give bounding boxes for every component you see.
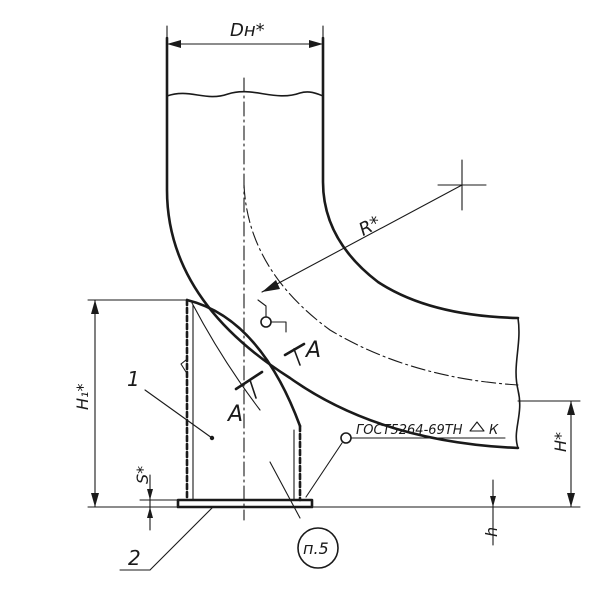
radius-arrow <box>262 280 280 292</box>
base-plate <box>176 498 314 509</box>
leader-1 <box>144 389 213 439</box>
weld-leg: К <box>489 423 499 438</box>
height-label: H* <box>551 432 570 452</box>
thickness-label: S* <box>133 466 152 484</box>
section-mark-left <box>234 370 264 391</box>
saddle-inner-curve <box>191 302 261 411</box>
saddle-curve <box>185 298 302 428</box>
pipe-right-wall <box>321 36 520 320</box>
radius-line <box>261 184 463 293</box>
s-arrow-top <box>147 489 153 500</box>
h-arrow-bottom <box>567 493 575 507</box>
bend-axis <box>243 184 519 386</box>
note-circle <box>297 527 339 569</box>
callout-2: 2 <box>128 546 141 570</box>
h1-arrow-top <box>91 300 99 314</box>
section-arrow-left <box>249 379 257 399</box>
callout-1: 1 <box>127 367 140 391</box>
h1-arrow-bottom <box>91 493 99 507</box>
s-arrow-bottom <box>147 507 153 518</box>
section-label-left: A <box>226 402 243 427</box>
weld-leader <box>305 442 343 498</box>
pipe-left-wall <box>165 36 520 450</box>
weld-tick <box>257 299 267 318</box>
weld-flag-1 <box>270 321 287 333</box>
support-left-notch <box>180 359 187 373</box>
leader-1-dot <box>209 435 215 441</box>
weld-standard: ГОСТ5264-69ТН <box>356 423 463 438</box>
radius-label: R* <box>356 212 385 241</box>
dim-arrow-left <box>167 40 181 48</box>
section-arrow-right <box>293 348 301 366</box>
h-gap-arrow <box>490 496 496 507</box>
section-label-right: A <box>304 338 321 363</box>
h-arrow-top <box>567 401 575 415</box>
leader-p5 <box>269 461 301 519</box>
note-reference: п.5 <box>303 539 329 558</box>
diameter-label: Dн* <box>230 20 265 41</box>
leader-2 <box>149 507 213 571</box>
pipe-break-top <box>166 90 324 98</box>
weld-mark-1 <box>260 316 272 328</box>
height1-label: H₁* <box>73 384 92 410</box>
gap-label: h <box>482 527 501 537</box>
weld-mark-2 <box>340 432 352 444</box>
weld-triangle <box>469 421 485 432</box>
pipe-break-right <box>515 317 521 449</box>
dim-arrow-right <box>309 40 323 48</box>
